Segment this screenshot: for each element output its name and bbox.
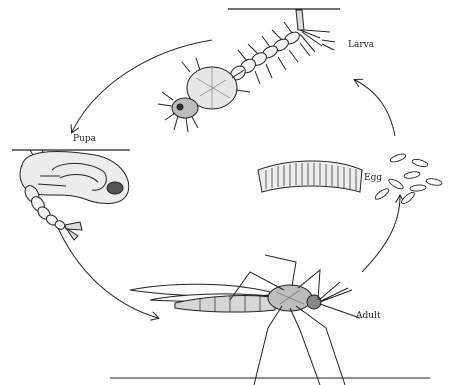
egg-raft-illustration: [258, 161, 362, 192]
cycle-arrow-egg-to-larva: [355, 80, 395, 136]
larva-illustration: [158, 9, 340, 132]
pupa-illustration: [12, 150, 130, 240]
cycle-arrow-adult-to-egg: [362, 196, 400, 272]
adult-mosquito-illustration: [130, 255, 360, 385]
single-eggs-illustration: [374, 152, 443, 205]
cycle-arrow-pupa-to-adult: [58, 228, 158, 318]
label-larva: Larva: [348, 40, 375, 50]
label-egg: Egg: [364, 173, 382, 183]
label-pupa: Pupa: [73, 134, 97, 144]
label-adult: Adult: [355, 311, 381, 321]
